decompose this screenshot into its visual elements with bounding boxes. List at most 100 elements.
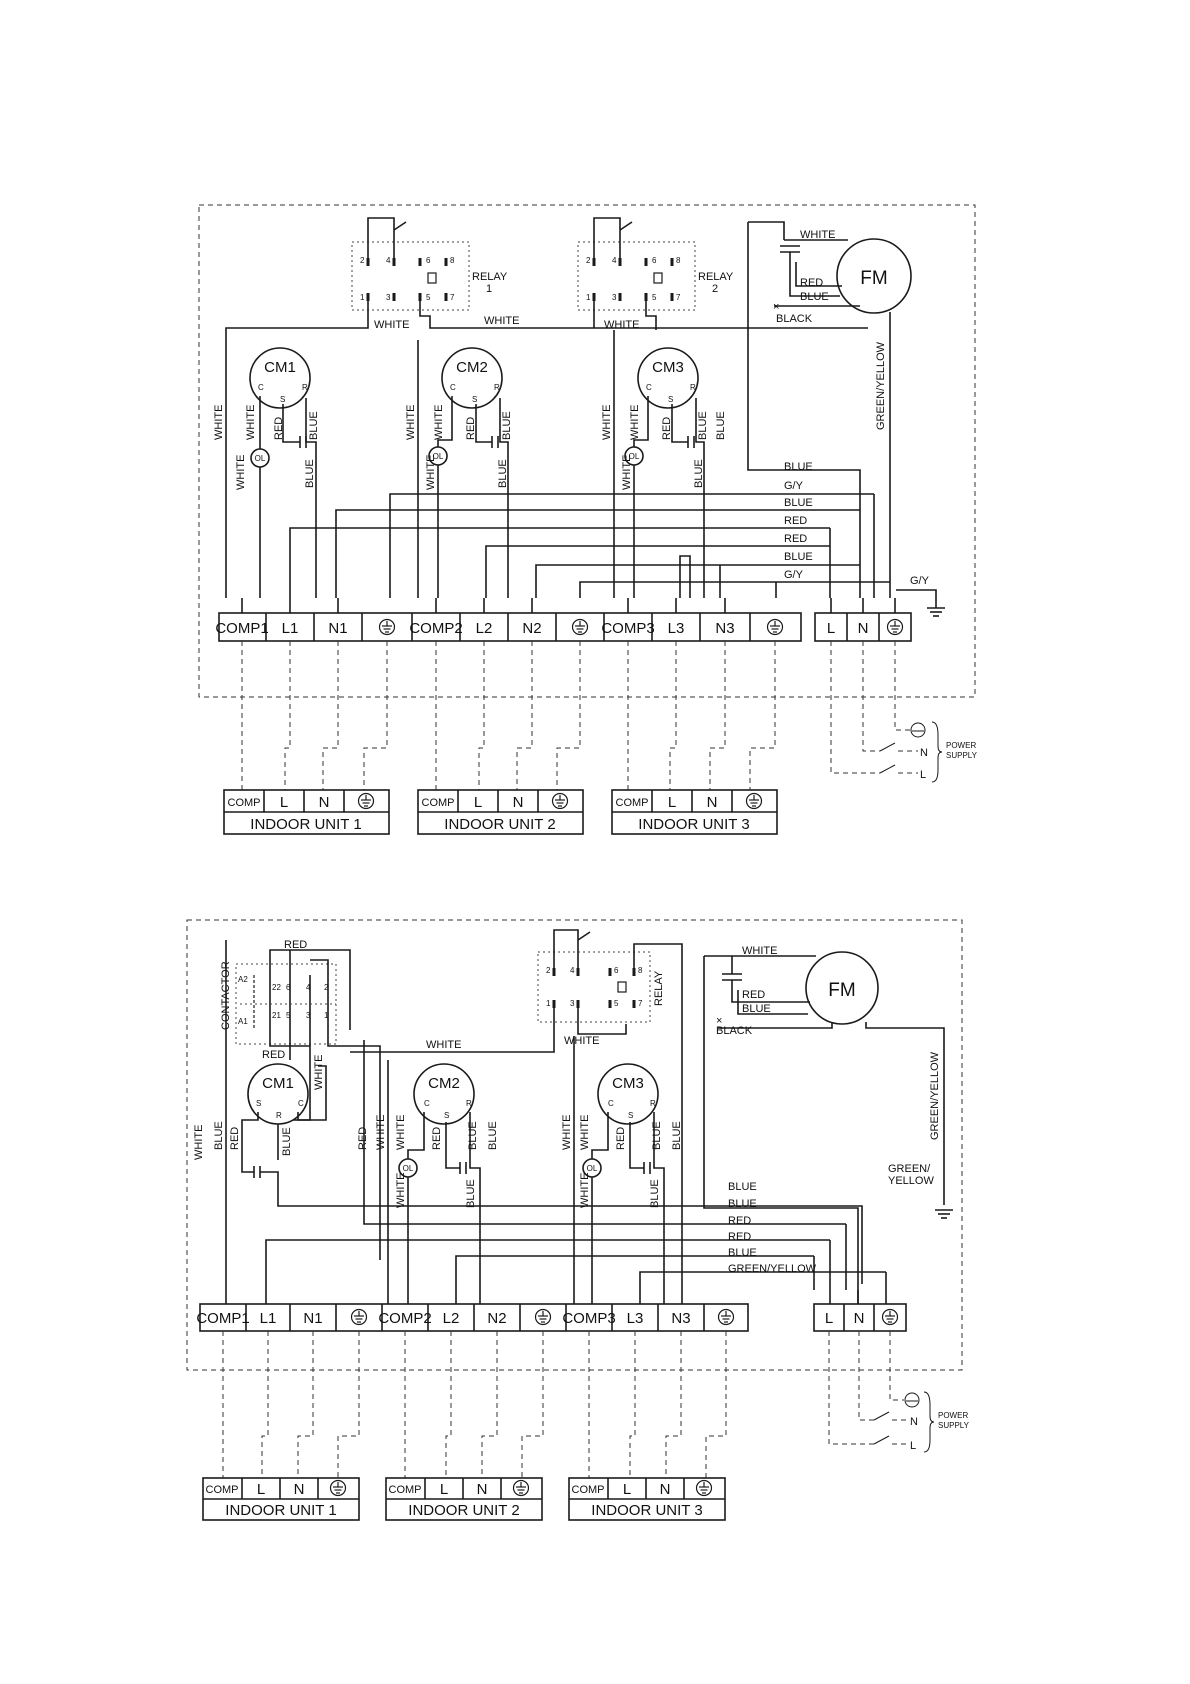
bottom-outdoor-unit-boundary: [186, 919, 963, 1371]
iu2-n: N: [513, 794, 524, 811]
iu3-l: L: [668, 794, 676, 811]
compressor-cm1: CM1 C S R OL WHITE WHITE WHITE RED BLUE …: [213, 347, 320, 598]
bottom-cm3-label: CM3: [612, 1075, 644, 1092]
relay-2-pin-2: 2: [586, 256, 591, 265]
supply-pin-l: L: [920, 769, 926, 781]
cm1-pin-r: R: [302, 383, 308, 392]
bottom-terminal-l2: L2: [443, 1310, 460, 1327]
bottom-x-mark-icon: ×: [716, 1015, 722, 1027]
bottom-cm2-label: CM2: [428, 1075, 460, 1092]
bottom-terminal-block: COMP1 L1 N1 COMP2 L2 N2 COMP3 L3 N3: [196, 1258, 749, 1332]
biu1-n: N: [294, 1481, 305, 1498]
bottom-compressor-cm1: CM1 S R C WHITE BLUE RED BLUE WHITE: [193, 940, 863, 1284]
bottom-cm3-wire-white-c: WHITE: [579, 1173, 591, 1208]
biu2-n: N: [477, 1481, 488, 1498]
relay-1-pin-6: 6: [426, 256, 431, 265]
bottom-cm2-ol-label: OL: [403, 1164, 414, 1173]
bottom-bus-label-red-2: RED: [728, 1231, 751, 1243]
relay-2-pin-5: 5: [652, 293, 657, 302]
bus-label-blue-1: BLUE: [784, 461, 813, 473]
relay-1-number: 1: [486, 283, 492, 295]
indoor-unit-1-label: INDOOR UNIT 1: [250, 816, 361, 833]
bottom-bus-label-blue-3: BLUE: [728, 1247, 757, 1259]
relay-1-pin-7: 7: [450, 293, 455, 302]
cm3-pin-r: R: [690, 383, 696, 392]
earth-wire-label: G/Y: [910, 575, 930, 587]
cm1-wire-blue-2: BLUE: [304, 459, 316, 488]
relay-2-pin-3: 3: [612, 293, 617, 302]
bottom-indoor-unit-1: COMP L N INDOOR UNIT 1: [202, 1477, 360, 1521]
iu1-n: N: [319, 794, 330, 811]
bus-label-gy-1: G/Y: [784, 480, 804, 492]
biu2-l: L: [440, 1481, 448, 1498]
contactor-pin-a1: A1: [238, 1017, 248, 1026]
terminal-comp1: COMP1: [215, 620, 268, 637]
bottom-fan-wire-red: RED: [742, 989, 765, 1001]
bottom-terminal-l3: L3: [627, 1310, 644, 1327]
top-power-terminal: L N: [814, 598, 912, 642]
bottom-bus-label-red-1: RED: [728, 1215, 751, 1227]
bottom-cm2-wire-white-a: WHITE: [375, 1115, 387, 1150]
bottom-relay-wire-white-1: WHITE: [426, 1039, 461, 1051]
relay-1-label: RELAY: [472, 271, 508, 283]
cm1-ol-label: OL: [255, 454, 266, 463]
bottom-field-wiring: N L POWER SUPPLY: [222, 1331, 970, 1478]
cm1-pin-s: S: [280, 395, 285, 404]
iu2-comp: COMP: [422, 797, 455, 809]
bottom-terminal-n1: N1: [303, 1310, 322, 1327]
cm2-wire-blue-2: BLUE: [497, 459, 509, 488]
bottom-supply-pin-l: L: [910, 1440, 916, 1452]
cm3-label: CM3: [652, 359, 684, 376]
bottom-bus-label-green-yellow: GREEN/YELLOW: [728, 1263, 817, 1275]
contactor-pin-5: 5: [286, 1011, 291, 1020]
bottom-cm3-pin-c: C: [608, 1099, 614, 1108]
bottom-main-terminal-n: N: [854, 1310, 865, 1327]
cm1-wire-white-a: WHITE: [213, 405, 225, 440]
terminal-n1: N1: [328, 620, 347, 637]
biu1-comp: COMP: [206, 1484, 239, 1496]
power-supply-label-1: POWER: [946, 741, 976, 750]
bottom-cm2-pin-r: R: [466, 1099, 472, 1108]
compressor-cm3: CM3 C S R OL WHITE WHITE WHITE RED BLUE …: [601, 330, 727, 598]
contactor-wire-red-top: RED: [284, 939, 307, 951]
top-bus-wires: BLUE G/Y BLUE RED RED BLUE G/Y G/Y: [289, 461, 946, 617]
contactor-pin-3: 3: [306, 1011, 311, 1020]
bottom-ground-symbol-icon: [934, 1209, 954, 1219]
bottom-fan-wire-white: WHITE: [742, 945, 777, 957]
cm2-wire-white-c: WHITE: [425, 455, 437, 490]
cm3-wire-red: RED: [661, 417, 673, 440]
top-indoor-unit-3: COMP L N INDOOR UNIT 3: [611, 789, 778, 835]
bottom-cm1-wire-blue-2: BLUE: [281, 1127, 293, 1156]
relay-2-pin-4: 4: [612, 256, 617, 265]
ground-symbol-icon: [926, 607, 946, 617]
bottom-cm2-wire-white-c: WHITE: [395, 1173, 407, 1208]
bottom-main-terminal-l: L: [825, 1310, 833, 1327]
bottom-power-supply-label-1: POWER: [938, 1411, 968, 1420]
bottom-power-supply-label-2: SUPPLY: [938, 1421, 970, 1430]
indoor-unit-3-label: INDOOR UNIT 3: [638, 816, 749, 833]
terminal-l1: L1: [282, 620, 299, 637]
bottom-cm3-ol-label: OL: [587, 1164, 598, 1173]
cm3-wire-blue-2: BLUE: [693, 459, 705, 488]
bottom-cm3-wire-blue-a: BLUE: [651, 1121, 663, 1150]
cm3-pin-c: C: [646, 383, 652, 392]
relay-2-pin-7: 7: [676, 293, 681, 302]
top-terminal-block: COMP1 L1 N1 COMP2 L2 N2 COMP3 L3 N3: [215, 598, 802, 642]
contactor-pin-22: 22: [272, 983, 281, 992]
top-outdoor-unit-boundary: [198, 204, 976, 698]
terminal-n3: N3: [715, 620, 734, 637]
bottom-indoor-unit-2-label: INDOOR UNIT 2: [408, 1502, 519, 1519]
bottom-cm3-wire-blue-c: BLUE: [649, 1179, 661, 1208]
contactor-pin-4: 4: [306, 983, 311, 992]
bottom-terminal-comp1: COMP1: [196, 1310, 249, 1327]
indoor-unit-2-label: INDOOR UNIT 2: [444, 816, 555, 833]
wire-label-white-3: WHITE: [604, 319, 639, 331]
bottom-cm2-wire-blue-b: BLUE: [487, 1121, 499, 1150]
cm3-pin-s: S: [668, 395, 673, 404]
bottom-relay-pin-5: 5: [614, 999, 619, 1008]
terminal-n2: N2: [522, 620, 541, 637]
bus-label-blue-2: BLUE: [784, 497, 813, 509]
biu3-comp: COMP: [572, 1484, 605, 1496]
bottom-power-terminal: L N: [813, 1290, 907, 1332]
